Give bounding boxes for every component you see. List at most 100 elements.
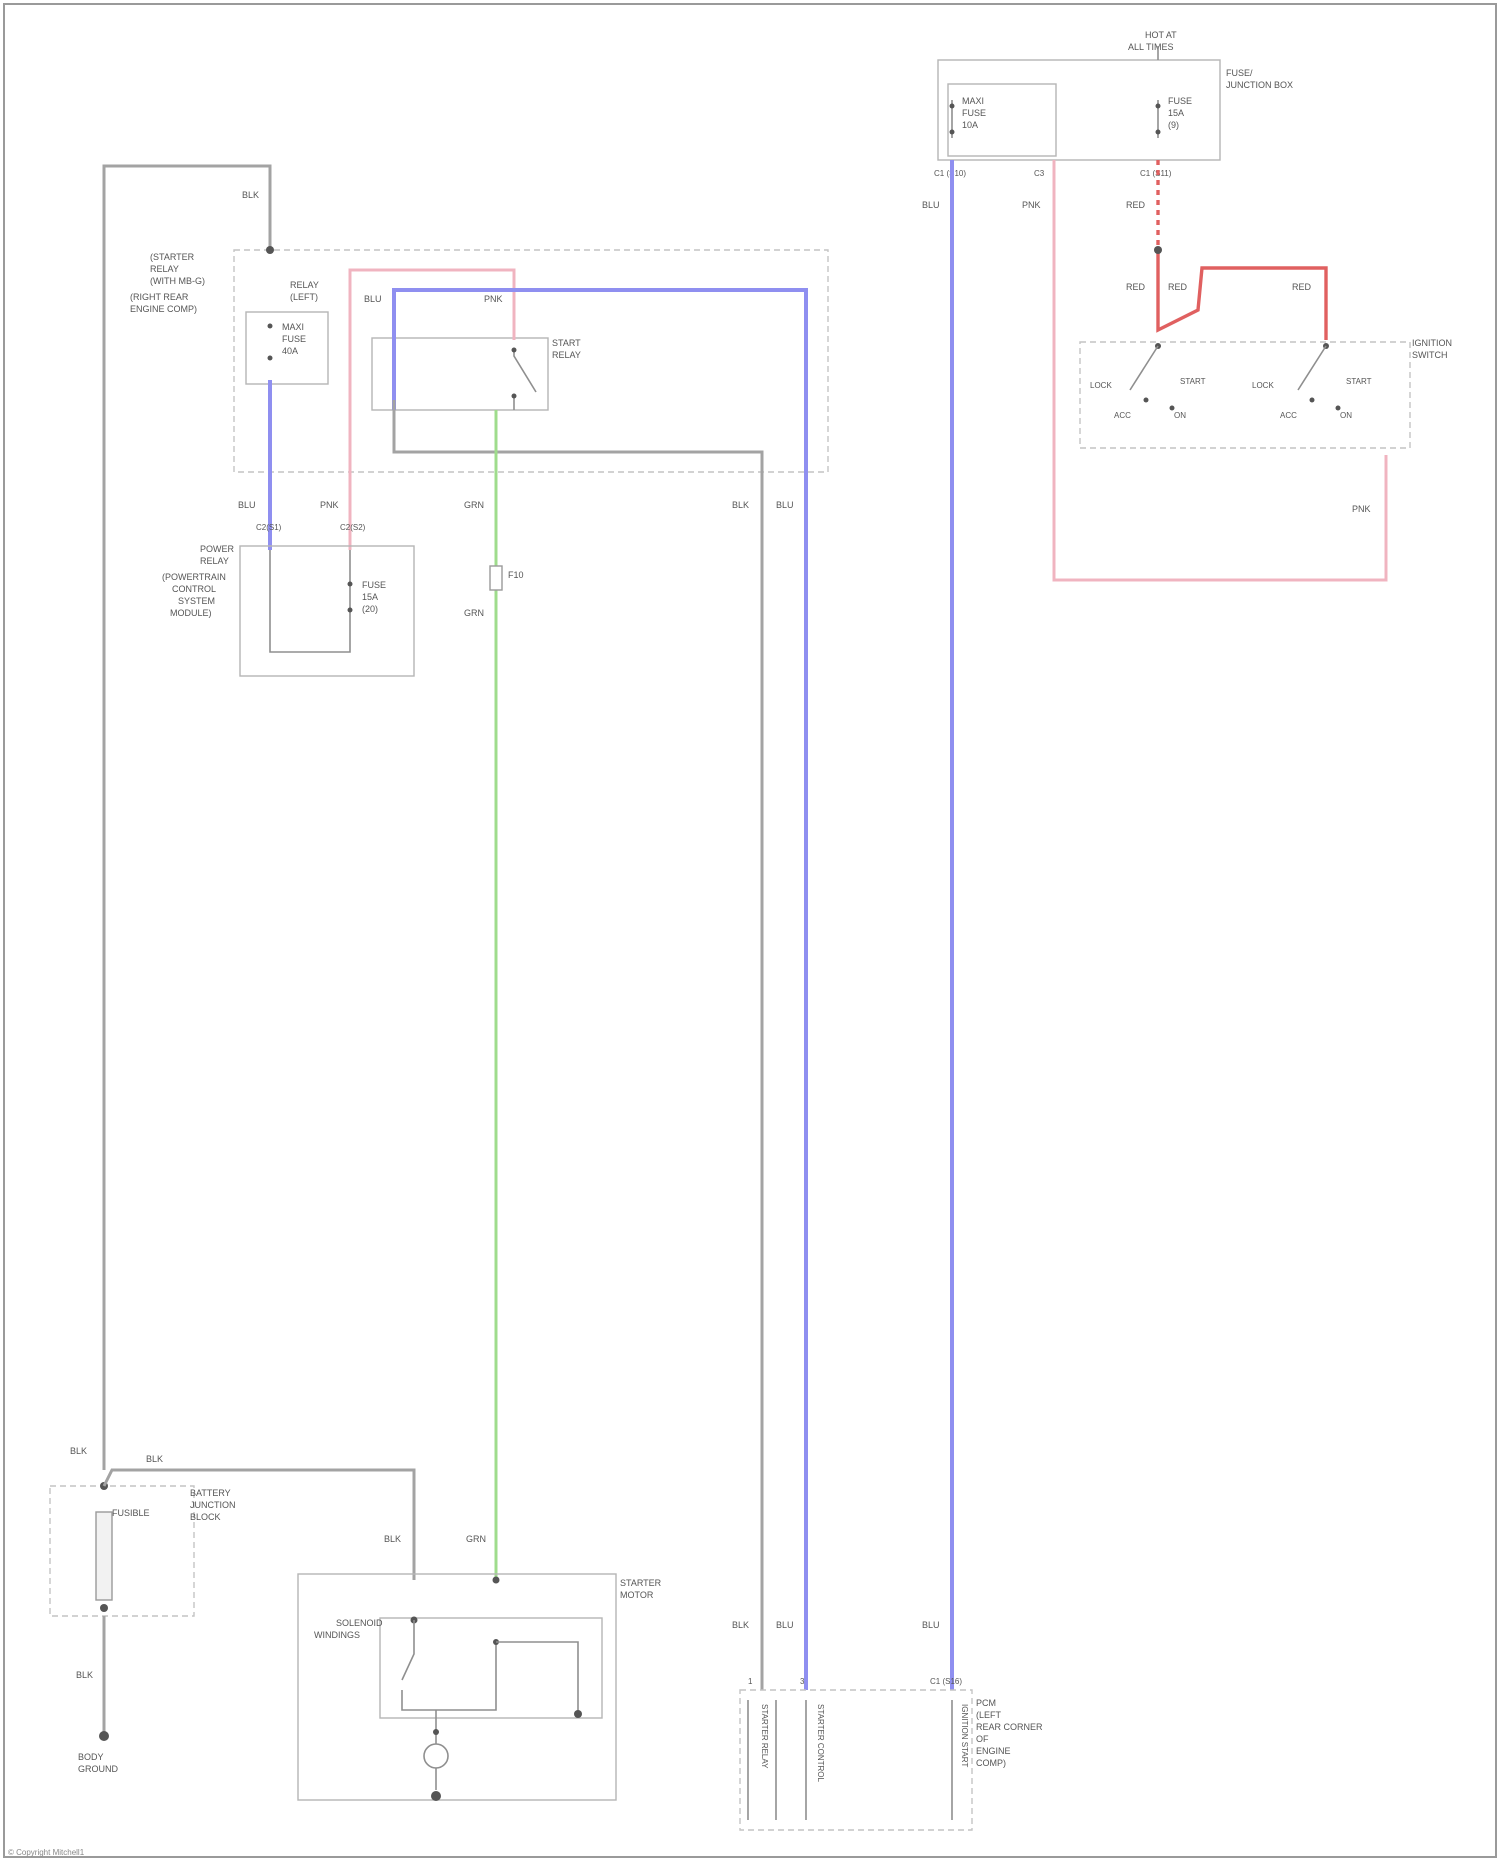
wire-label-blu-far: BLU [922,1620,940,1630]
power-relay-fuse-3: (20) [362,604,378,614]
relay-block: (STARTER RELAY (WITH MB-G) (RIGHT REAR E… [130,246,828,472]
power-relay-title-4: CONTROL [172,584,216,594]
inline-fuse: F10 GRN [464,566,524,618]
wire-label-blu-right: BLU [776,500,794,510]
wire-label-blu-mid: BLU [364,294,382,304]
ign-on-2: ON [1340,411,1352,420]
battery-fuse-label: FUSIBLE [112,1508,150,1518]
pcm-pin-left-label: STARTER RELAY [760,1704,769,1769]
battery-label-2: JUNCTION [190,1500,236,1510]
battery-junction-block: FUSIBLE BATTERY JUNCTION BLOCK [50,1482,236,1616]
fuse-box-title-1: FUSE/ [1226,68,1253,78]
wire-label-red-a: RED [1126,200,1146,210]
power-relay-pin-left: C2(S1) [256,523,282,532]
relay-switch-sub: RELAY [552,350,581,360]
pcm-pin-b: 3 [800,1677,805,1686]
power-relay-fuse-2: 15A [362,592,378,602]
fuse-box-header-1: HOT AT [1145,30,1177,40]
fuse-pin-right: C1 (S11) [1140,169,1172,178]
power-relay-title-3: (POWERTRAIN [162,572,226,582]
starter-title-2: MOTOR [620,1590,654,1600]
relay-title-4: (RIGHT REAR [130,292,189,302]
wire-blk-left-loop [104,166,270,1470]
power-relay-title-6: MODULE) [170,608,212,618]
fuse-box-title-2: JUNCTION BOX [1226,80,1293,90]
relay-fuse-2: FUSE [282,334,306,344]
fuse-right-1: FUSE [1168,96,1192,106]
pcm-pin-a: 1 [748,1677,753,1686]
power-relay-pin-right: C2(S2) [340,523,366,532]
wire-label-blu-top: BLU [922,200,940,210]
battery-label-1: BATTERY [190,1488,231,1498]
wire-label-blk-bottom2: BLK [146,1454,163,1464]
relay-fuse-1: MAXI [282,322,304,332]
ign-start-2: START [1346,377,1372,386]
starter-motor: BLK GRN STARTER MOTOR SOLENOID WINDINGS [298,1534,662,1801]
relay-coil-label: RELAY [290,280,319,290]
copyright-footer: © Copyright Mitchell1 [8,1848,84,1857]
pcm-title-3: REAR CORNER [976,1722,1043,1732]
wire-label-blu-bottom: BLK [384,1534,401,1544]
wire-blk-inner [394,400,762,1690]
wire-label-blk-bottom1: BLK [70,1446,87,1456]
wire-label-grn-bottom: GRN [466,1534,486,1544]
ign-lock-1: LOCK [1090,381,1112,390]
wire-pnk-loop [1054,160,1386,580]
wire-label-red-c: RED [1168,282,1188,292]
fuse-pin-mid: C3 [1034,169,1045,178]
diagram-frame [4,4,1496,1857]
fuse-box-header-2: ALL TIMES [1128,42,1174,52]
fuse-right-2: 15A [1168,108,1184,118]
relay-title-1: (STARTER [150,252,195,262]
ignition-title-1: IGNITION [1412,338,1452,348]
wire-red-main [1158,250,1326,340]
power-relay-title-1: POWER [200,544,235,554]
wire-label-blu-lower: BLU [238,500,256,510]
power-relay-title-2: RELAY [200,556,229,566]
ignition-switch: IGNITION SWITCH LOCK START LOCK START AC… [1080,338,1452,448]
wire-label-grn-mid: GRN [464,500,484,510]
solenoid-label-1: SOLENOID [336,1618,383,1628]
ground-label-2: GROUND [78,1764,118,1774]
wire-label-pnk-a: PNK [1022,200,1041,210]
wire-label-red-d: RED [1292,282,1312,292]
ground-label-1: BODY [78,1752,104,1762]
wire-label-pnk-b: PNK [1352,504,1371,514]
inline-fuse-label: F10 [508,570,524,580]
fuse-left-1: MAXI [962,96,984,106]
relay-title-5: ENGINE COMP) [130,304,197,314]
wire-label-grn-fuse: GRN [464,608,484,618]
solenoid-label-2: WINDINGS [314,1630,360,1640]
fuse-left-2: FUSE [962,108,986,118]
ignition-title-2: SWITCH [1412,350,1448,360]
power-relay-box: C2(S1) C2(S2) POWER RELAY (POWERTRAIN CO… [162,523,414,676]
wire-label-blk-top: BLK [242,190,259,200]
pcm-title-1: PCM [976,1698,996,1708]
pcm-title-6: COMP) [976,1758,1006,1768]
fuse-right-3: (9) [1168,120,1179,130]
wire-label-blk-right: BLK [732,500,749,510]
wire-label-blk-c: BLK [732,1620,749,1630]
fuse-box-top: HOT AT ALL TIMES FUSE/ JUNCTION BOX MAXI… [934,30,1293,178]
pcm-module: BLK BLU BLU C1 (S16) 1 3 PCM (LEFT REAR … [732,1620,1043,1830]
pcm-pin-header: C1 (S16) [930,1677,962,1686]
fuse-left-3: 10A [962,120,978,130]
relay-switch-label: START [552,338,581,348]
starter-title-1: STARTER [620,1578,662,1588]
wire-label-pnk-mid: PNK [484,294,503,304]
ign-lock-2: LOCK [1252,381,1274,390]
wire-label-pnk-lower: PNK [320,500,339,510]
power-relay-fuse-1: FUSE [362,580,386,590]
pcm-pin-right-label: IGNITION START [960,1704,969,1767]
wire-label-blk-ground: BLK [76,1670,93,1680]
relay-coil-sub: (LEFT) [290,292,318,302]
relay-title-2: RELAY [150,264,179,274]
battery-label-3: BLOCK [190,1512,221,1522]
wire-label-blu-c: BLU [776,1620,794,1630]
pcm-pin-mid-label: STARTER CONTROL [816,1704,825,1782]
relay-fuse-3: 40A [282,346,298,356]
ign-acc-1: ACC [1114,411,1131,420]
pcm-title-4: OF [976,1734,989,1744]
pcm-title-5: ENGINE [976,1746,1011,1756]
